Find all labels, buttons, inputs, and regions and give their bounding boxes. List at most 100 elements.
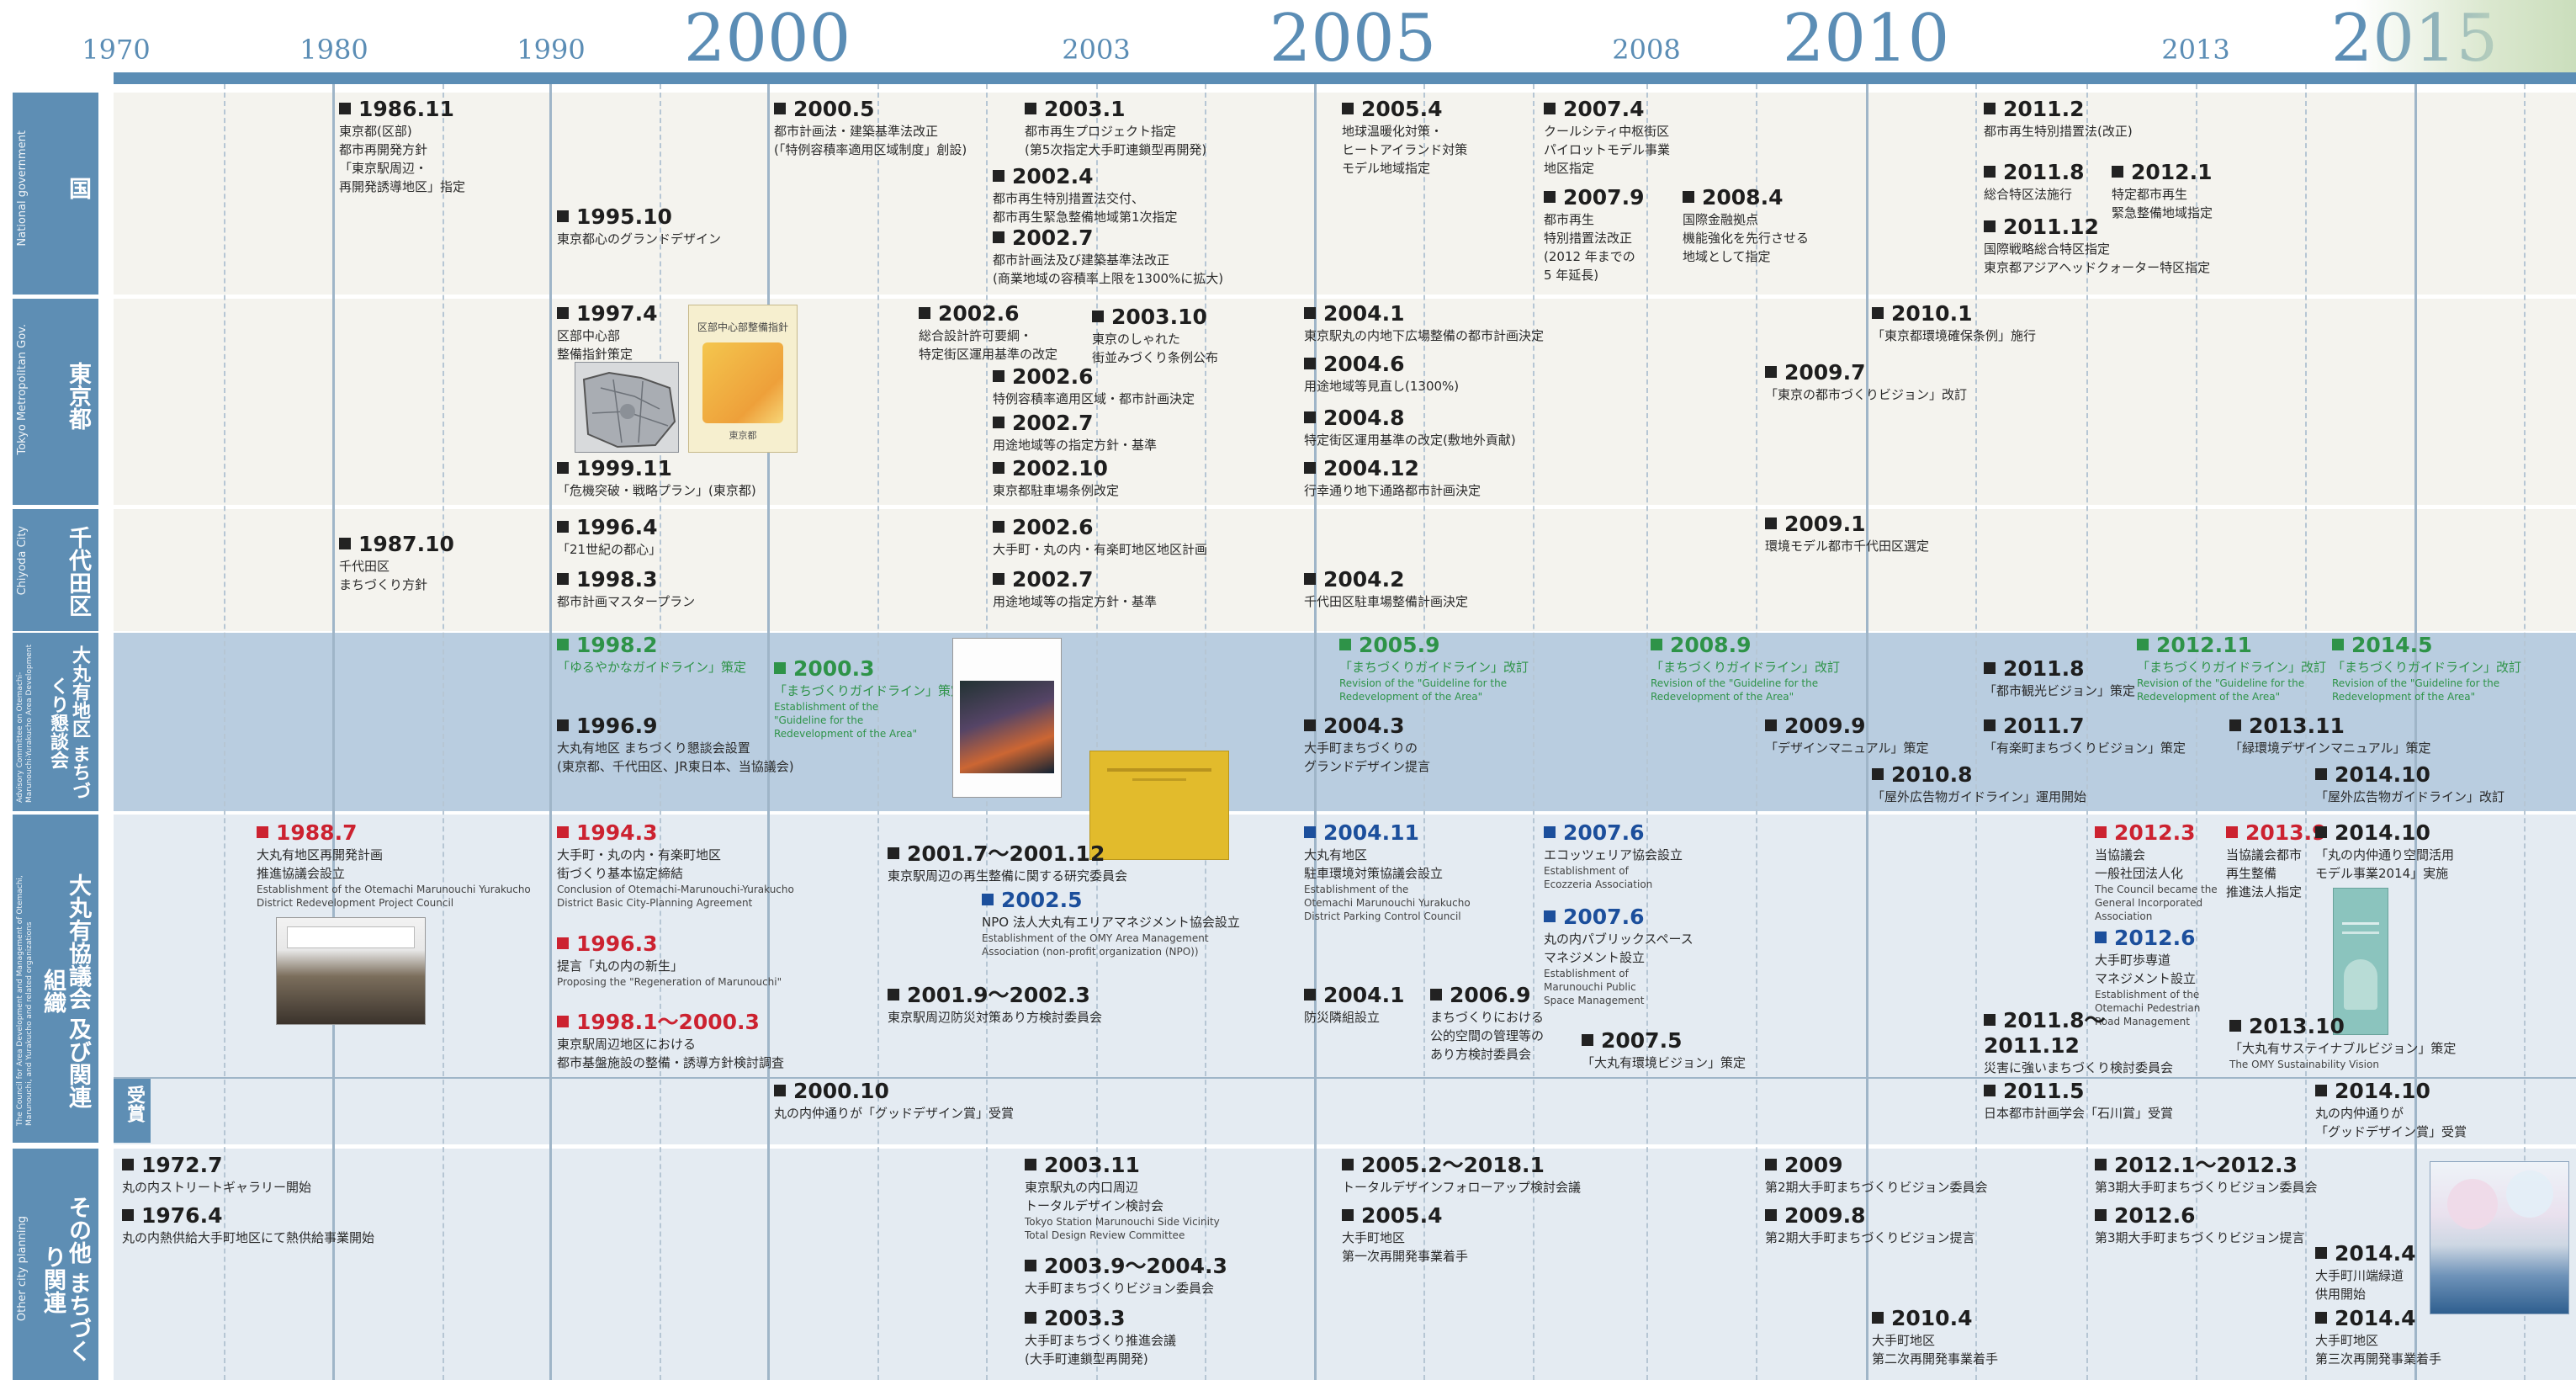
year-1970: 1970 [82,34,151,66]
event-2014-10-council: 2014.10「屋外広告物ガイドライン」改訂 [2315,762,2505,804]
document-cover-art [702,342,783,423]
grid-line [1096,84,1098,1380]
event-2013-11: 2013.11「緑環境デザインマニュアル」策定 [2229,714,2431,756]
row-header-jp: その他 まちづくり関連 [40,1195,91,1363]
row-header-en: The Council for Area Development and Man… [16,875,34,1126]
grid-line [443,84,444,1380]
event-1998-2: 1998.2「ゆるやかなガイドライン」策定 [557,633,747,675]
event-2009-9: 2009.9「デザインマニュアル」策定 [1765,714,1929,756]
row-header-jp: 東京都 [65,362,91,430]
band-other [114,1149,2576,1380]
row-header-jp: 千代田区 [65,526,91,617]
row-header-other: その他 まちづくり関連 Other city planning [13,1149,98,1380]
row-header-jp: 大丸有協議会 及び関連組織 [40,873,91,1109]
row-header-en: Advisory Committee on Otemachi-Marunouch… [16,644,34,803]
band-award [114,1079,2576,1144]
photo-tree [2447,1179,2498,1229]
document-cover-org: 東京都 [729,430,757,441]
grid-line [2196,84,2197,1380]
event-2010-1: 2010.1「東京都環境確保条例」施行 [1872,301,2037,343]
event-1999-11: 1999.11「危機突破・戦略プラン」(東京都) [557,456,756,498]
booklet-art [2344,959,2377,1010]
event-2011-8-council: 2011.8「都市観光ビジョン」策定 [1984,656,2136,698]
map-image [575,362,679,453]
row-header-assoc: 大丸有協議会 及び関連組織 The Council for Area Devel… [13,815,98,1143]
row-header-en: Tokyo Metropolitan Gov. [16,324,29,455]
band-national [114,93,2576,295]
document-cover-title: 区部中心部整備指針 [697,321,788,333]
grid-line [1756,84,1757,1380]
year-1990: 1990 [517,34,586,66]
guideline-photo [952,638,1062,798]
row-header-council: 大丸有地区 まちづくり懇談会 Advisory Committee on Ote… [13,633,98,811]
greenway-photo [2430,1161,2569,1314]
vision-booklet [2333,888,2388,1035]
council-meeting-photo [276,917,426,1025]
row-header-national: 国 National government [13,93,98,295]
row-header-en: National government [16,130,29,247]
leaf-decoration [2356,0,2576,72]
row-header-award: 受賞 [114,1079,151,1143]
photo-tree [2506,1170,2553,1218]
year-2003: 2003 [1062,34,1131,66]
year-1980: 1980 [299,34,368,66]
year-2010: 2010 [1782,1,1950,77]
grid-line [1205,84,1206,1380]
year-2000: 2000 [683,1,851,77]
booklet-lines [1132,778,1186,781]
grid-line [2524,84,2526,1380]
year-2013: 2013 [2161,34,2230,66]
event-2014-10-assoc: 2014.10「丸の内仲通り空間活用 モデル事業2014」実施 [2315,820,2455,881]
grid-line [549,84,552,1380]
grid-line [877,84,879,1380]
event-2010-8: 2010.8「屋外広告物ガイドライン」運用開始 [1872,762,2087,804]
event-1996-4: 1996.4「21世紀の都心」 [557,515,662,557]
band-separator [114,1077,2576,1079]
